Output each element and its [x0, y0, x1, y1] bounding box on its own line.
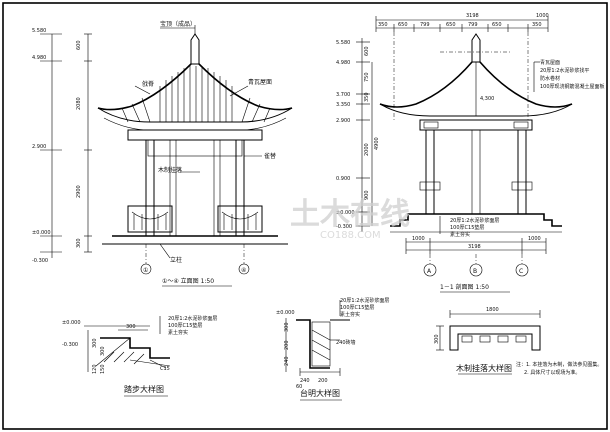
- plat-wall-note: 240砖墙: [336, 339, 356, 346]
- step-dim-1: 300: [126, 324, 136, 330]
- sec-vdim-4: 4900: [374, 137, 380, 150]
- sec-level-4: 3.350: [336, 102, 350, 108]
- rail-height: 300: [434, 334, 440, 344]
- fe-label-railing: 木制挂落: [158, 166, 182, 174]
- sec-vdim-1: 600: [364, 46, 370, 56]
- sec-vdim-6: 900: [364, 190, 370, 200]
- sec-note-4: 100厚现浇钢筋混凝土屋面板: [540, 83, 605, 90]
- sec-dim-5: 799: [468, 22, 478, 28]
- fe-label-finial: 宝顶（成品）: [160, 20, 196, 28]
- sec-level-7: ±0.000: [336, 210, 355, 216]
- plat-level: ±0.000: [276, 310, 295, 316]
- fe-axis-4: ④: [241, 267, 246, 274]
- sec-outer-top: 1000: [536, 13, 549, 19]
- fe-level-4: ±0.000: [32, 230, 51, 236]
- watermark-text: 土木在线: [290, 197, 410, 232]
- sec-bdim-2: 3198: [468, 244, 481, 250]
- step-dim-2: 300: [92, 338, 98, 348]
- step-dim-5: 150: [100, 364, 106, 374]
- step-detail: [84, 316, 171, 397]
- sec-level-8: -0.300: [336, 224, 352, 230]
- sec-axis-c: C: [519, 268, 523, 275]
- railing-detail: [436, 310, 541, 375]
- step-level-1: ±0.000: [62, 320, 81, 326]
- rail-title: 木制挂落大样图: [456, 363, 512, 373]
- sec-dim-6: 650: [492, 22, 502, 28]
- plat-note-3: 素土夯实: [340, 311, 360, 318]
- step-note-1: 20厚1:2水泥砂浆面层: [168, 315, 217, 322]
- step-note-3: 素土夯实: [168, 329, 188, 336]
- sec-note-1: 青瓦屋面: [540, 59, 560, 66]
- sec-dim-1: 350: [378, 22, 388, 28]
- step-title: 踏步大样图: [124, 384, 164, 394]
- plat-note-2: 100厚C15垫层: [340, 304, 374, 311]
- sec-vdim-3: 350: [364, 92, 370, 102]
- fe-axis-1: ①: [143, 267, 148, 274]
- sec-axis-a: A: [427, 268, 432, 275]
- plat-title: 台明大样图: [300, 388, 340, 398]
- sec-vdim-2: 750: [364, 72, 370, 82]
- fe-title: ①～④ 立面图 1:50: [162, 277, 214, 285]
- platform-detail: [285, 300, 350, 401]
- sec-dim-7: 350: [532, 22, 542, 28]
- rail-note-1: 注：1. 本挂落为木制，做法参见图集。: [516, 361, 602, 368]
- rail-note-2: 2. 具体尺寸以现场为准。: [524, 369, 580, 376]
- sec-base-note-2: 100厚C15垫层: [450, 224, 484, 231]
- sec-center-dim: 4,300: [480, 96, 494, 102]
- rail-width: 1800: [486, 307, 499, 313]
- section-top-dims: 3198 1000 350 650 799 650 799 650 350: [378, 13, 549, 28]
- sec-level-5: 2.900: [336, 118, 350, 124]
- sec-dim-2: 650: [398, 22, 408, 28]
- plat-dim-6: 60: [296, 384, 302, 390]
- plat-dim-5: 240: [284, 356, 290, 366]
- step-level-2: -0.300: [62, 342, 78, 348]
- fe-dim-3: 2900: [76, 185, 82, 198]
- fe-label-bracket: 雀替: [264, 152, 276, 160]
- fe-level-3: 2.900: [32, 144, 46, 150]
- sec-level-2: 4.980: [336, 60, 350, 66]
- sec-axis-b: B: [473, 268, 477, 275]
- fe-level-1: 5.580: [32, 28, 46, 34]
- sec-dim-4: 650: [446, 22, 456, 28]
- fe-dim-1: 600: [76, 40, 82, 50]
- fe-label-roof: 青瓦屋面: [248, 78, 272, 86]
- sec-note-3: 防水卷材: [540, 75, 560, 82]
- step-dim-4: 120: [92, 364, 98, 374]
- fe-level-5: -0.300: [32, 258, 48, 264]
- sec-bdim-1: 1000: [412, 236, 425, 242]
- step-dim-3: 300: [100, 346, 106, 356]
- sec-level-1: 5.580: [336, 40, 350, 46]
- sec-base-note-1: 20厚1:2水泥砂浆面层: [450, 217, 499, 224]
- plat-dim-4: 200: [284, 340, 290, 350]
- front-elevation: [40, 25, 293, 287]
- sec-level-3: 3.700: [336, 92, 350, 98]
- sec-vdim-5: 2000: [364, 143, 370, 156]
- plat-note-1: 20厚1:2水泥砂浆面层: [340, 297, 389, 304]
- sec-title: 1－1 剖面图 1:50: [440, 283, 489, 291]
- sec-bdim-3: 1000: [528, 236, 541, 242]
- fe-dim-4: 300: [76, 238, 82, 248]
- sec-overall: 3198: [466, 13, 479, 19]
- sec-dim-3: 799: [420, 22, 430, 28]
- fe-label-ridge: 戗脊: [142, 80, 154, 88]
- step-note-2: 100厚C15垫层: [168, 322, 202, 329]
- sec-base-note-3: 素土夯实: [450, 231, 470, 238]
- fe-dim-2: 2080: [76, 97, 82, 110]
- sec-level-6: 0.900: [336, 176, 350, 182]
- plat-dim-2: 240: [300, 378, 310, 384]
- step-callout: C15: [160, 366, 170, 372]
- watermark-sub: CO188.COM: [320, 230, 381, 241]
- sec-note-2: 20厚1:2水泥砂浆找平: [540, 67, 589, 74]
- watermark: 土木在线 CO188.COM: [290, 197, 410, 241]
- fe-level-2: 4.980: [32, 55, 46, 61]
- section-1-1: [356, 16, 573, 293]
- plat-dim-3: 200: [318, 378, 328, 384]
- fe-label-post: 立柱: [170, 256, 182, 264]
- plat-dim-1: 300: [284, 322, 290, 332]
